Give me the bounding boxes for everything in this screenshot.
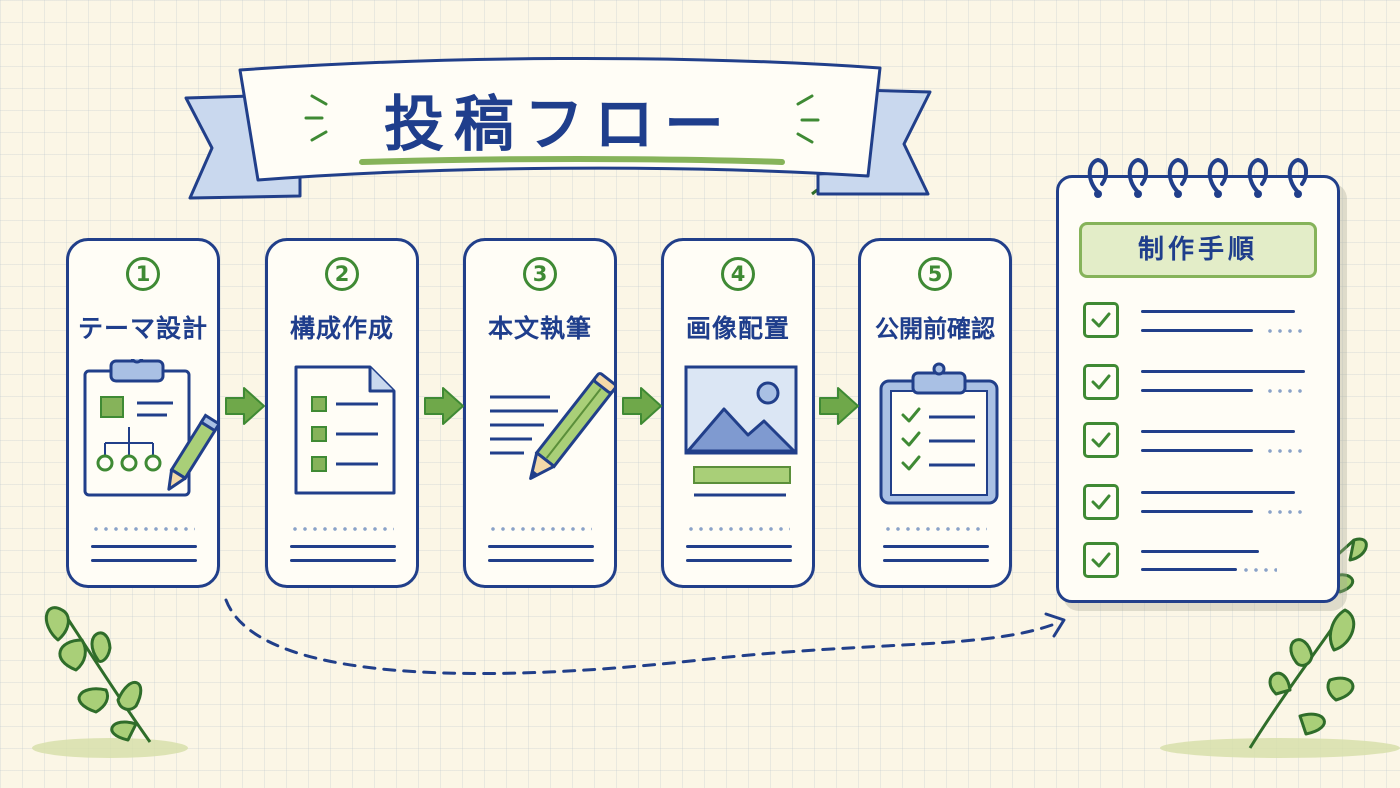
checklist-dots (1265, 329, 1307, 333)
leaf-sprig-left-icon (44, 606, 152, 743)
checkbox-checked (1083, 422, 1119, 458)
checklist-line (1141, 430, 1295, 433)
step-card-3: 3 本文執筆 (463, 238, 617, 588)
image-placement-icon (684, 365, 798, 497)
checklist-dots (1265, 389, 1307, 393)
checklist-line (1141, 310, 1295, 313)
checkbox-checked (1083, 302, 1119, 338)
step-card-4: 4 画像配置 (661, 238, 815, 588)
step-number: 3 (523, 257, 557, 291)
checklist-line (1141, 329, 1253, 332)
step-card-1: 1 テーマ設計 (66, 238, 220, 588)
checklist-dots (1265, 449, 1307, 453)
step-label: 画像配置 (685, 314, 790, 343)
title-banner (184, 56, 932, 200)
checklist-notebook: 制作手順 (1056, 175, 1340, 603)
leaf-sprig-right-icon (1248, 608, 1356, 749)
step-label: 構成作成 (289, 314, 394, 343)
dotted-divider (686, 527, 790, 531)
checklist-line (1141, 370, 1305, 373)
spiral-binding (1087, 157, 1309, 198)
arrow-right-icon (424, 387, 464, 425)
checklist-line (1141, 491, 1295, 494)
checklist-title: 制作手順 (1079, 222, 1317, 278)
step-label: テーマ設計 (77, 314, 208, 343)
text-line (883, 559, 989, 562)
checklist-dots (1241, 568, 1277, 572)
dotted-divider (91, 527, 195, 531)
sparkle-right-icon (796, 94, 820, 144)
text-line (290, 545, 396, 548)
step-arrows (225, 387, 859, 425)
title-underline (359, 156, 785, 165)
clipboard-mindmap-icon (83, 359, 217, 497)
text-line (91, 559, 197, 562)
sparkle-left-icon (304, 94, 328, 142)
text-line (488, 545, 594, 548)
checklist-line (1141, 550, 1259, 553)
dashed-arrow-head (1044, 612, 1066, 638)
page-title: 投稿フロー (384, 90, 734, 160)
text-line (91, 545, 197, 548)
text-line (686, 559, 792, 562)
pencil-writing-icon (490, 372, 614, 480)
arrow-right-icon (225, 387, 265, 425)
checklist-dots (1265, 510, 1307, 514)
dotted-divider (488, 527, 592, 531)
step-number: 5 (918, 257, 952, 291)
arrow-right-icon (622, 387, 662, 425)
checklist-line (1141, 449, 1253, 452)
step-card-2: 2 構成作成 (265, 238, 419, 588)
outline-document-icon (294, 365, 396, 495)
checklist-line (1141, 389, 1253, 392)
dotted-divider (883, 527, 987, 531)
checkbox-checked (1083, 542, 1119, 578)
dotted-divider (290, 527, 394, 531)
step-label: 本文執筆 (487, 314, 592, 343)
step-number: 1 (126, 257, 160, 291)
checklist-line (1141, 510, 1253, 513)
text-line (488, 559, 594, 562)
step-number: 2 (325, 257, 359, 291)
banner-body (238, 56, 882, 182)
step-card-5: 5 公開前確認 (858, 238, 1012, 588)
grass-patch-left (32, 738, 188, 758)
checkbox-checked (1083, 364, 1119, 400)
grass-patch-right (1160, 738, 1400, 758)
dashed-flow-arrow (224, 598, 1062, 676)
step-number: 4 (721, 257, 755, 291)
step-label: 公開前確認 (875, 315, 995, 343)
checkbox-checked (1083, 484, 1119, 520)
text-line (686, 545, 792, 548)
checklist-line (1141, 568, 1237, 571)
arrow-right-icon (819, 387, 859, 425)
checklist-clipboard-icon (879, 362, 999, 505)
text-line (290, 559, 396, 562)
text-line (883, 545, 989, 548)
